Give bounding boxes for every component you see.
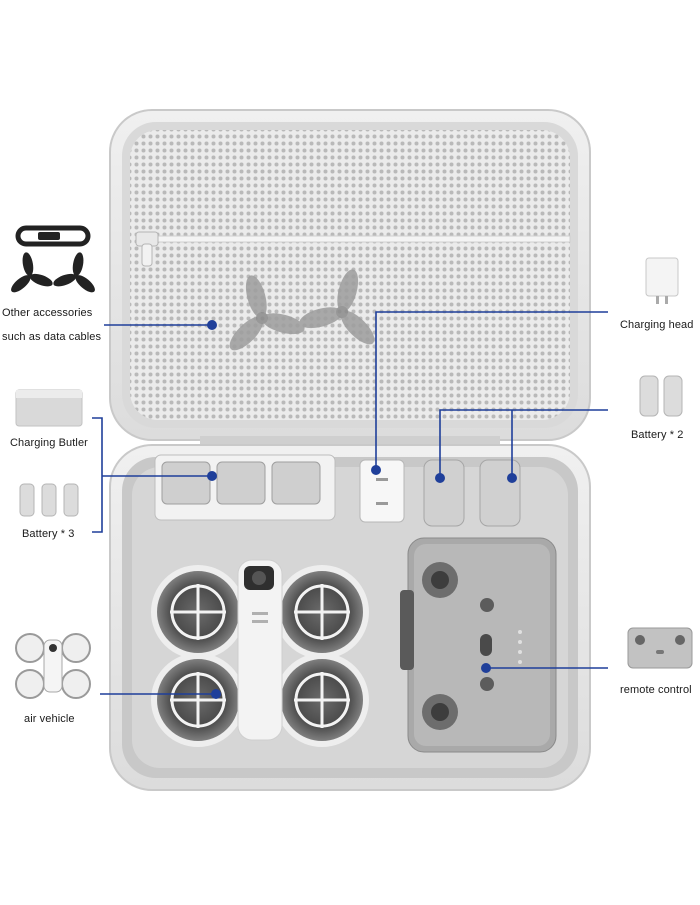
callout-battery-x2-a xyxy=(439,409,608,478)
drone-in-case xyxy=(151,559,369,747)
callout-charging-head xyxy=(375,311,608,470)
data-cable-thumbnail xyxy=(15,225,91,247)
propellers-thumbnail xyxy=(11,252,95,293)
label-air-vehicle: air vehicle xyxy=(24,713,75,725)
battery-x3-thumbnail xyxy=(19,483,79,517)
charging-butler-thumbnail xyxy=(15,389,83,427)
label-battery-x3: Battery * 3 xyxy=(22,528,75,540)
callout-butler-bracket xyxy=(92,417,103,533)
charging-butler-in-case xyxy=(154,454,336,521)
callout-lines xyxy=(92,311,608,695)
air-vehicle-thumbnail xyxy=(15,633,91,699)
label-remote-control: remote control xyxy=(620,684,692,696)
propeller-guards xyxy=(151,565,369,747)
mesh-pocket-zipper xyxy=(135,231,571,267)
spare-propellers xyxy=(229,269,375,351)
label-charging-head: Charging head xyxy=(620,319,694,331)
label-charging-butler: Charging Butler xyxy=(10,437,88,449)
label-other-accessories: Other accessories xyxy=(2,307,93,319)
remote-control-thumbnail xyxy=(627,627,693,669)
remote-controller-in-case xyxy=(400,537,557,753)
case-lid xyxy=(109,109,591,441)
case-hinge xyxy=(200,436,500,446)
charging-head-in-case xyxy=(359,459,405,523)
label-data-cables: such as data cables xyxy=(2,331,102,343)
charging-head-thumbnail xyxy=(645,257,679,304)
label-battery-x2: Battery * 2 xyxy=(631,429,684,441)
callout-dots xyxy=(207,320,517,699)
battery-x2-thumbnail xyxy=(639,375,683,417)
